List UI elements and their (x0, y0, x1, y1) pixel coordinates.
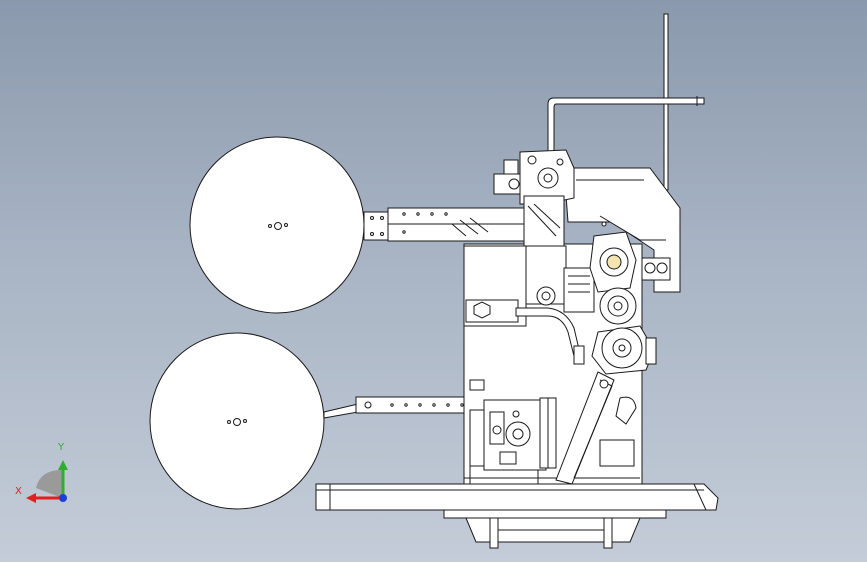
top-head (493, 149, 575, 247)
upper-reel (189, 136, 365, 314)
feed-tube (515, 307, 585, 365)
base-plate (315, 483, 719, 511)
upper-reel-arm (363, 207, 529, 242)
base-foot (443, 509, 667, 549)
coordinate-triad (26, 460, 68, 503)
lower-gear-assembly (483, 397, 557, 471)
triad-y-label: Y (58, 442, 65, 453)
lower-reel-arm (323, 396, 487, 419)
triad-z-axis (59, 494, 67, 502)
lower-wheel-block (591, 325, 657, 375)
angled-arm (555, 371, 637, 485)
middle-mechanism (525, 231, 637, 325)
upper-housing (563, 167, 681, 293)
top-pipe (547, 96, 705, 161)
lower-reel (149, 332, 325, 510)
triad-base (36, 470, 62, 498)
triad-x-label: X (15, 486, 22, 497)
